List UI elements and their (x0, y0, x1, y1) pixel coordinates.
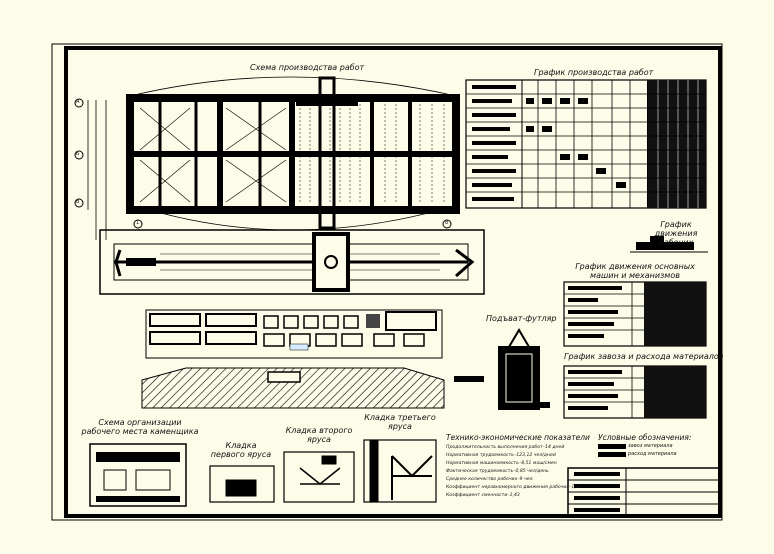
tier-drawings (209, 439, 437, 503)
tep-line: Коэффициент сменности–1,43 (446, 493, 520, 498)
third-tier-title: Кладка третьего яруса (364, 413, 436, 432)
building-plan (74, 76, 460, 240)
machine-movement-title: График движения основных машин и механиз… (575, 262, 695, 280)
tep-line: Фактическая трудоемкость–0,85 чел/день (446, 469, 549, 474)
machines-table (563, 281, 707, 347)
highlight-block (289, 343, 309, 351)
work-schedule-title: График производства работ (534, 68, 654, 77)
hoist-drawing (454, 328, 550, 410)
legend-item-consumption: расход материала (628, 451, 677, 457)
materials-schedule-title: График завоза и расхода материалов (564, 352, 724, 361)
axis-mark: 8 (445, 220, 449, 226)
second-tier-title: Кладка второго яруса (285, 426, 353, 445)
axis-mark: А (76, 99, 80, 105)
worker-movement-title: График движения рабочих (654, 220, 698, 247)
tep-line: Нормативная машиноемкость–8,51 маш/смен (446, 461, 557, 466)
tep-line: Нормативная трудоемкость–123,12 чел/дней (446, 453, 556, 458)
crane-track (99, 229, 485, 295)
legend-title: Условные обозначения: (598, 433, 692, 442)
legend-swatch-consumption (598, 452, 626, 457)
mason-workplace-title: Схема организации рабочего места каменщи… (81, 418, 199, 437)
tep-line: Коэффициент неравномерного движения рабо… (446, 485, 582, 490)
mason-workplace-drawing (89, 443, 187, 507)
first-tier-title: Кладка первого яруса (210, 441, 272, 460)
legend-swatch-delivery (598, 444, 626, 449)
hoist-title: Подъват-футляр (486, 314, 557, 323)
axis-mark: 1 (136, 220, 140, 226)
ground-section (141, 367, 445, 409)
work-schedule-table (465, 79, 707, 209)
work-scheme-title: Схема производства работ (250, 63, 365, 72)
title-block (567, 467, 721, 517)
tep-line: Среднее количество рабочих–9 чел. (446, 477, 534, 482)
materials-table (563, 365, 707, 419)
legend-item-delivery: завоз материала (628, 443, 673, 449)
axis-mark: В (76, 199, 80, 205)
tep-line: Продолжительность выполнения работ–14 дн… (446, 445, 565, 450)
axis-mark: Б (76, 151, 80, 157)
worker-movement-graph (630, 236, 708, 253)
inner-frame (64, 46, 722, 518)
tep-title: Технико-экономические показатели (446, 433, 590, 442)
storage-area (145, 309, 443, 359)
